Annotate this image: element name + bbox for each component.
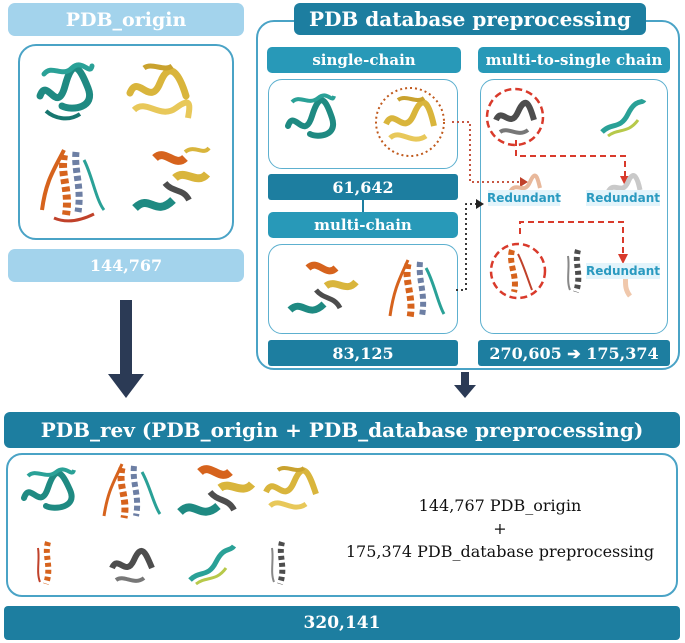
single-chain-header: single-chain (267, 47, 461, 73)
mts-faded-protein-2-icon (605, 173, 643, 194)
pdb-origin-count-label: 144,767 (89, 256, 163, 275)
rev-summary-line2: 175,374 PDB_database preprocessing (345, 542, 655, 561)
mts-gray-helix-icon (567, 249, 582, 293)
multi-chain-header: multi-chain (268, 212, 458, 238)
rev-protein-complex-icon (177, 465, 256, 516)
preprocessing-header: PDB database preprocessing (294, 3, 646, 35)
mts-green-protein-icon (600, 98, 647, 138)
single-chain-label: single-chain (312, 51, 416, 69)
mts-orange-protein-circled-icon (489, 242, 547, 300)
multi-to-single-header: multi-to-single chain (478, 47, 670, 73)
multi-to-single-count-label: 270,605 ➔ 175,374 (489, 343, 659, 363)
pdb-rev-title: PDB_rev (PDB_origin + PDB_database prepr… (40, 418, 644, 442)
pdb-rev-header: PDB_rev (PDB_origin + PDB_database prepr… (4, 412, 680, 448)
mts-gray-protein-circled-icon (485, 87, 545, 147)
redundant-label-3-text: Redundant (585, 264, 661, 278)
rev-protein-teal-icon (21, 467, 76, 511)
single-chain-teal-protein-icon (285, 93, 337, 139)
redundant-label-1: Redundant (486, 190, 562, 206)
down-arrow-right-icon (454, 372, 476, 398)
single-chain-count-label: 61,642 (332, 177, 394, 197)
rev-summary-plus: + (493, 519, 507, 538)
multi-to-single-count: 270,605 ➔ 175,374 (478, 340, 670, 366)
pdb-origin-panel (18, 44, 234, 240)
preprocessing-title: PDB database preprocessing (309, 7, 631, 31)
rev-protein-orange-helix-icon (37, 541, 52, 585)
multi-chain-orange-protein-icon (388, 259, 446, 319)
rev-protein-gold-icon (263, 466, 319, 510)
pdb-origin-title: PDB_origin (65, 8, 187, 31)
rev-protein-gray-icon (109, 547, 155, 583)
rev-summary: 144,767 PDB_origin + 175,374 PDB_databas… (330, 494, 670, 563)
redundant-label-2-text: Redundant (585, 191, 661, 205)
origin-protein-teal-icon (36, 62, 95, 121)
single-chain-gold-protein-icon (375, 87, 445, 157)
multi-chain-count: 83,125 (268, 340, 458, 366)
multi-chain-count-label: 83,125 (332, 343, 394, 363)
pdb-origin-header: PDB_origin (8, 3, 244, 36)
rev-protein-green-icon (188, 544, 237, 586)
rev-protein-orange-icon (102, 463, 162, 519)
mts-faded-protein-1-icon (508, 173, 542, 194)
multi-chain-panel (268, 244, 458, 334)
rev-summary-line1: 144,767 PDB_origin (418, 496, 582, 515)
multi-to-single-label: multi-to-single chain (485, 51, 663, 69)
origin-protein-orange-icon (40, 149, 106, 223)
redundant-label-2: Redundant (586, 190, 660, 206)
redundant-label-3: Redundant (586, 263, 660, 279)
down-arrow-left-icon (108, 300, 144, 398)
single-chain-count: 61,642 (268, 174, 458, 200)
pdb-rev-total: 320,141 (4, 606, 680, 640)
pdb-origin-count: 144,767 (8, 249, 244, 282)
multi-chain-label: multi-chain (314, 216, 412, 234)
pdb-rev-total-label: 320,141 (303, 613, 381, 633)
origin-protein-complex-icon (132, 146, 211, 212)
multi-chain-complex-protein-icon (287, 261, 359, 314)
origin-protein-gold-icon (126, 63, 193, 119)
rev-protein-gray-helix-icon (271, 541, 286, 585)
redundant-label-1-text: Redundant (486, 191, 562, 205)
single-multi-connector (362, 200, 364, 212)
